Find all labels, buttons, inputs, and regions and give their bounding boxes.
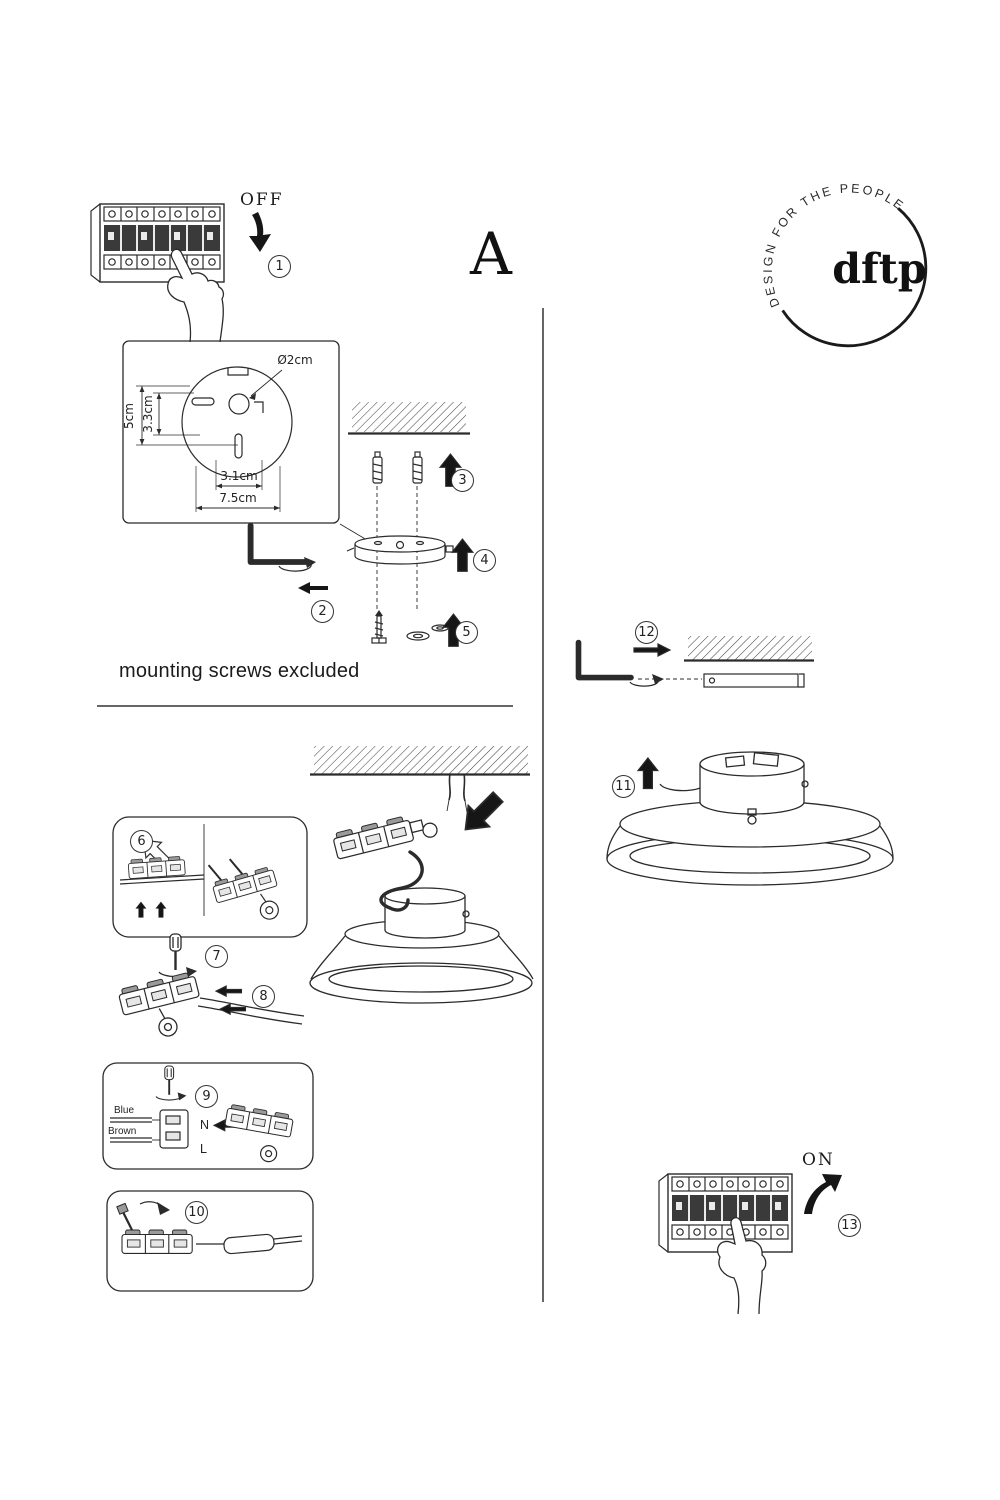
step-2-badge: 2 <box>311 600 334 623</box>
brown-wire-label: Brown <box>108 1126 136 1137</box>
cable-end <box>196 1233 303 1255</box>
step-9-panel: Blue Brown N L <box>102 1062 314 1170</box>
lamp-cable <box>379 850 424 912</box>
dim-inner-height-label: 3.3cm <box>141 395 155 432</box>
close-arrowhead <box>157 1202 170 1215</box>
rotate-arrowhead <box>304 557 316 568</box>
step-1-badge: 1 <box>268 255 291 278</box>
logo-brand: dftp <box>832 244 926 293</box>
neutral-label: N <box>200 1118 209 1132</box>
arrow-right-icon <box>633 643 671 657</box>
mounting-bracket <box>703 673 805 688</box>
step-4-badge: 4 <box>473 549 496 572</box>
ceiling-hatch <box>352 402 466 432</box>
step-8-badge: 8 <box>252 985 275 1008</box>
arrow-up-curved-icon <box>804 1174 842 1214</box>
step-3-badge: 3 <box>451 469 474 492</box>
dim-hole-diameter-label: Ø2cm <box>277 353 312 367</box>
blue-wire-label: Blue <box>114 1105 134 1116</box>
washers <box>406 624 449 641</box>
connector-lever-closing <box>116 1201 193 1254</box>
ceiling-mount-assembly <box>339 402 474 647</box>
arrow-left-icon <box>215 985 243 997</box>
step-10-badge: 10 <box>185 1201 208 1224</box>
mounting-screws-note: mounting screws excluded <box>119 660 360 682</box>
lamp-wiring-illustration <box>309 746 534 1004</box>
breaker-panel-off-illustration <box>90 203 225 343</box>
breaker-panel-on-illustration <box>658 1173 793 1315</box>
cable-wire <box>199 997 305 1017</box>
step-11-badge: 11 <box>612 775 635 798</box>
step-10-panel <box>106 1190 314 1292</box>
dim-inner-width-label: 3.1cm <box>220 469 257 483</box>
connector-on-cable <box>127 855 186 880</box>
mains-wire <box>463 773 466 802</box>
terminal-connector <box>224 1103 295 1163</box>
step-9-badge: 9 <box>195 1085 218 1108</box>
lamp-canopy-cylinder <box>384 887 470 939</box>
arrow-down-left-icon <box>454 785 510 841</box>
vertical-divider <box>542 308 544 1302</box>
wall-anchor <box>372 451 383 484</box>
step-11-lamp-illustration <box>606 751 894 886</box>
arrow-up-icon <box>135 901 147 918</box>
off-label: OFF <box>240 190 284 210</box>
two-port-connector <box>159 1109 189 1149</box>
lamp-canopy-cylinder <box>699 751 809 825</box>
mounting-screw <box>371 610 387 644</box>
terminal-connector <box>331 814 438 860</box>
horizontal-divider <box>97 705 513 707</box>
terminal-connector <box>116 970 201 1037</box>
allen-key <box>579 643 632 678</box>
connector-open <box>207 858 279 920</box>
mounting-plate-detail-box: Ø2cm 5cm 3.3cm 3.1cm 7.5cm <box>122 340 340 524</box>
ceiling-hatch <box>314 746 528 774</box>
brand-logo: DESIGN FOR THE PEOPLE dftp <box>761 181 928 348</box>
hand-flipping-switch <box>167 248 225 343</box>
on-label: ON <box>802 1150 835 1170</box>
arrow-up-icon <box>451 538 474 572</box>
step-12-illustration <box>564 636 814 688</box>
mains-wire <box>448 773 451 801</box>
step-5-badge: 5 <box>455 621 478 644</box>
step-13-badge: 13 <box>838 1214 861 1237</box>
dim-outer-height-label: 5cm <box>122 403 136 429</box>
rotate-arrowhead <box>652 674 664 684</box>
step-6-badge: 6 <box>130 830 153 853</box>
variant-letter: A <box>470 220 512 288</box>
mounting-plate-drawing <box>122 340 340 524</box>
step-12-badge: 12 <box>635 621 658 644</box>
dim-outer-width-label: 7.5cm <box>219 491 256 505</box>
arrow-up-icon <box>155 901 167 918</box>
arrow-down-icon <box>249 212 271 252</box>
cable-wire <box>197 1005 303 1025</box>
step-6-panel <box>112 816 308 938</box>
step-7-badge: 7 <box>205 945 228 968</box>
arrow-left-icon <box>298 582 328 594</box>
arrow-up-icon <box>637 757 659 790</box>
step-8-illustration <box>116 970 305 1037</box>
wall-anchor <box>412 451 423 484</box>
live-label: L <box>200 1142 207 1156</box>
hand-flipping-switch <box>716 1217 767 1315</box>
canopy-bracket <box>346 535 454 565</box>
ceiling-hatch <box>688 636 812 660</box>
allen-key-illustration <box>240 520 328 594</box>
